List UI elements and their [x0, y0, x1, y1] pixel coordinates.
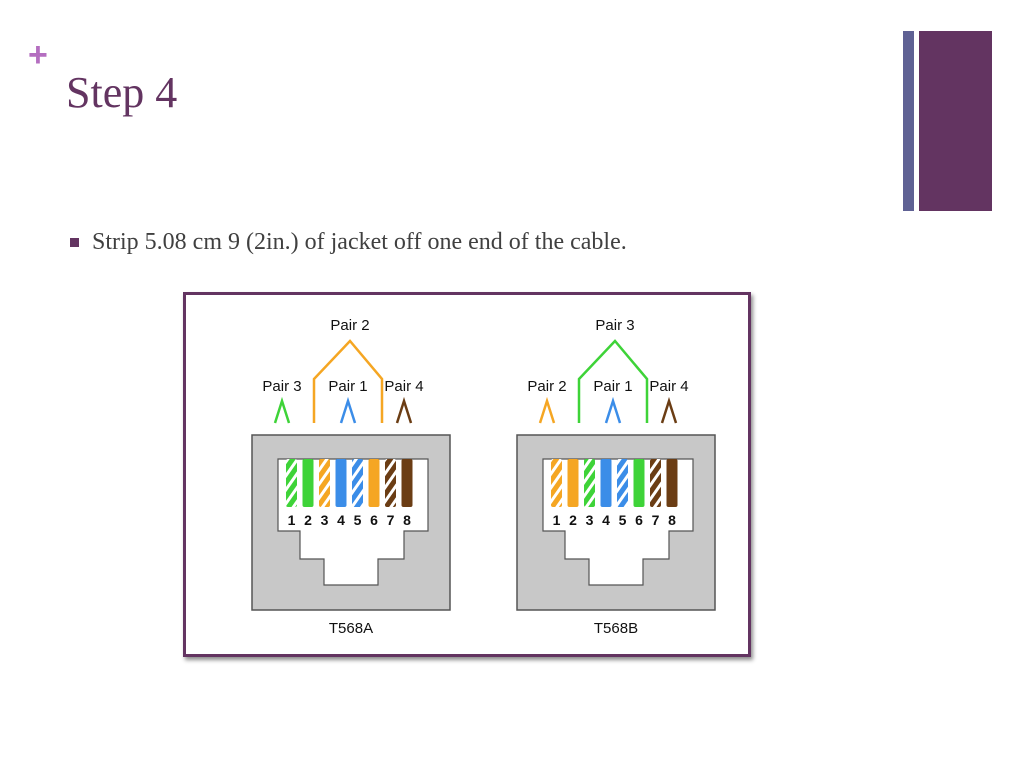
pair-wire	[395, 396, 413, 424]
pair-wire	[604, 396, 622, 424]
pair-label: Pair 4	[384, 378, 423, 395]
standard-name: T568B	[594, 620, 638, 637]
pin-wire	[551, 459, 562, 507]
pair-label: Pair 1	[593, 378, 632, 395]
pin-wire	[335, 459, 347, 507]
bullet-item: Strip 5.08 cm 9 (2in.) of jacket off one…	[70, 229, 627, 256]
pin-number: 5	[354, 512, 362, 528]
pin-wire	[286, 459, 297, 507]
pin-wire	[401, 459, 413, 507]
decorative-thick-bar	[919, 31, 992, 211]
pin-number: 7	[652, 512, 660, 528]
pin-wire	[302, 459, 314, 507]
pin-wire	[319, 459, 330, 507]
pin-wire	[600, 459, 612, 507]
pin-number: 2	[304, 512, 312, 528]
pin-wire	[650, 459, 661, 507]
pair-wire	[538, 396, 556, 424]
pin-number: 8	[668, 512, 676, 528]
standard-name: T568A	[329, 620, 373, 637]
pair-label: Pair 2	[527, 378, 566, 395]
top-pair-label: Pair 2	[330, 317, 369, 334]
pin-number: 5	[619, 512, 627, 528]
pin-number: 3	[321, 512, 329, 528]
pin-wire	[567, 459, 579, 507]
slide-title: Step 4	[66, 68, 178, 117]
pair-wire	[273, 396, 291, 424]
pin-number: 4	[337, 512, 345, 528]
pin-wire	[584, 459, 595, 507]
pin-number: 3	[586, 512, 594, 528]
pin-wire	[385, 459, 396, 507]
pin-number: 4	[602, 512, 610, 528]
decorative-thin-bar	[903, 31, 914, 211]
pin-wire	[352, 459, 363, 507]
plus-icon: +	[28, 36, 48, 74]
pin-number: 8	[403, 512, 411, 528]
top-pair-label: Pair 3	[595, 317, 634, 334]
pin-wire	[617, 459, 628, 507]
pin-number: 2	[569, 512, 577, 528]
pin-wire	[368, 459, 380, 507]
pin-wire	[633, 459, 645, 507]
pair-wire	[339, 396, 357, 424]
top-pair-wire	[577, 339, 649, 423]
bullet-square-icon	[70, 238, 79, 247]
pair-label: Pair 3	[262, 378, 301, 395]
pair-label: Pair 4	[649, 378, 688, 395]
pair-wire	[660, 396, 678, 424]
pin-number: 1	[553, 512, 561, 528]
pin-number: 6	[635, 512, 643, 528]
pin-wire	[666, 459, 678, 507]
bullet-text: Strip 5.08 cm 9 (2in.) of jacket off one…	[92, 229, 627, 255]
pin-number: 7	[387, 512, 395, 528]
top-pair-wire	[312, 339, 384, 423]
pair-label: Pair 1	[328, 378, 367, 395]
pin-number: 6	[370, 512, 378, 528]
pin-number: 1	[288, 512, 296, 528]
